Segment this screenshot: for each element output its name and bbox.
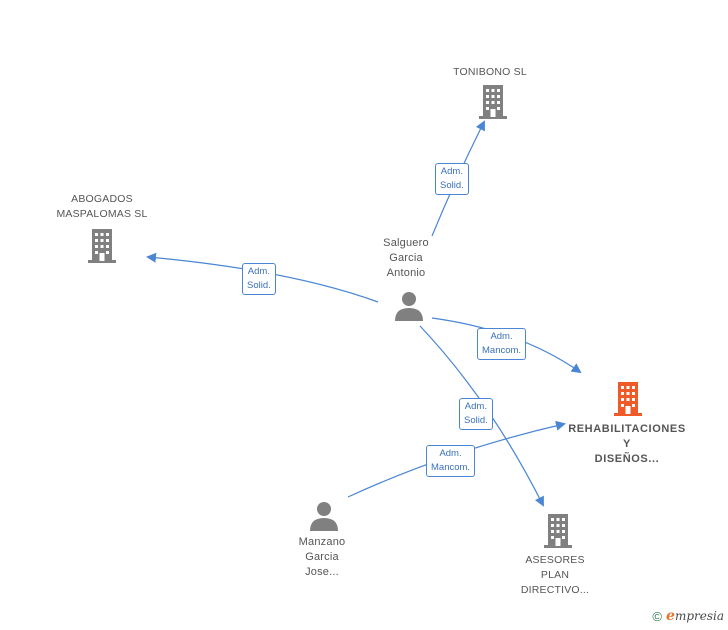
empresia-logo[interactable]: © empresia — [652, 608, 724, 624]
edge-label-salguero-tonibono[interactable]: Adm. Solid. — [435, 163, 469, 195]
building-icon[interactable] — [477, 84, 509, 120]
node-label-asesores: ASESORES PLAN DIRECTIVO... — [520, 554, 590, 596]
edge-label-salguero-abogados[interactable]: Adm. Solid. — [242, 263, 276, 295]
brand-name: empresia — [666, 608, 724, 624]
person-icon[interactable] — [308, 500, 340, 532]
node-label-salguero: Salguero Garcia Antonio — [383, 237, 429, 279]
edge-label-salguero-asesores[interactable]: Adm. Solid. — [459, 398, 493, 430]
node-salguero[interactable]: Salguero Garcia Antonio — [356, 236, 456, 281]
edge-label-salguero-rehabilitaciones[interactable]: Adm. Mancom. — [477, 328, 527, 360]
node-tonibono[interactable]: TONIBONO SL — [430, 65, 550, 80]
edge-label-manzano-rehabilitaciones[interactable]: Adm. Mancom. — [426, 445, 476, 477]
building-icon[interactable] — [542, 513, 574, 549]
node-manzano[interactable]: Manzano Garcia Jose... — [272, 535, 372, 580]
node-label-abogados: ABOGADOS MASPALOMAS SL — [56, 193, 148, 220]
node-rehabilitaciones[interactable]: REHABILITACIONES Y DISEÑOS... — [556, 422, 698, 467]
edge-salguero-abogados — [146, 252, 379, 303]
node-label-rehabilitaciones: REHABILITACIONES Y DISEÑOS... — [568, 423, 686, 465]
person-icon[interactable] — [393, 290, 425, 322]
node-label-tonibono: TONIBONO SL — [453, 66, 527, 78]
node-asesores[interactable]: ASESORES PLAN DIRECTIVO... — [500, 553, 610, 598]
building-icon[interactable] — [86, 228, 118, 264]
copyright-icon: © — [652, 608, 663, 624]
node-label-manzano: Manzano Garcia Jose... — [298, 536, 346, 578]
building-icon-highlight[interactable] — [612, 381, 644, 417]
node-abogados[interactable]: ABOGADOS MASPALOMAS SL — [40, 192, 164, 222]
